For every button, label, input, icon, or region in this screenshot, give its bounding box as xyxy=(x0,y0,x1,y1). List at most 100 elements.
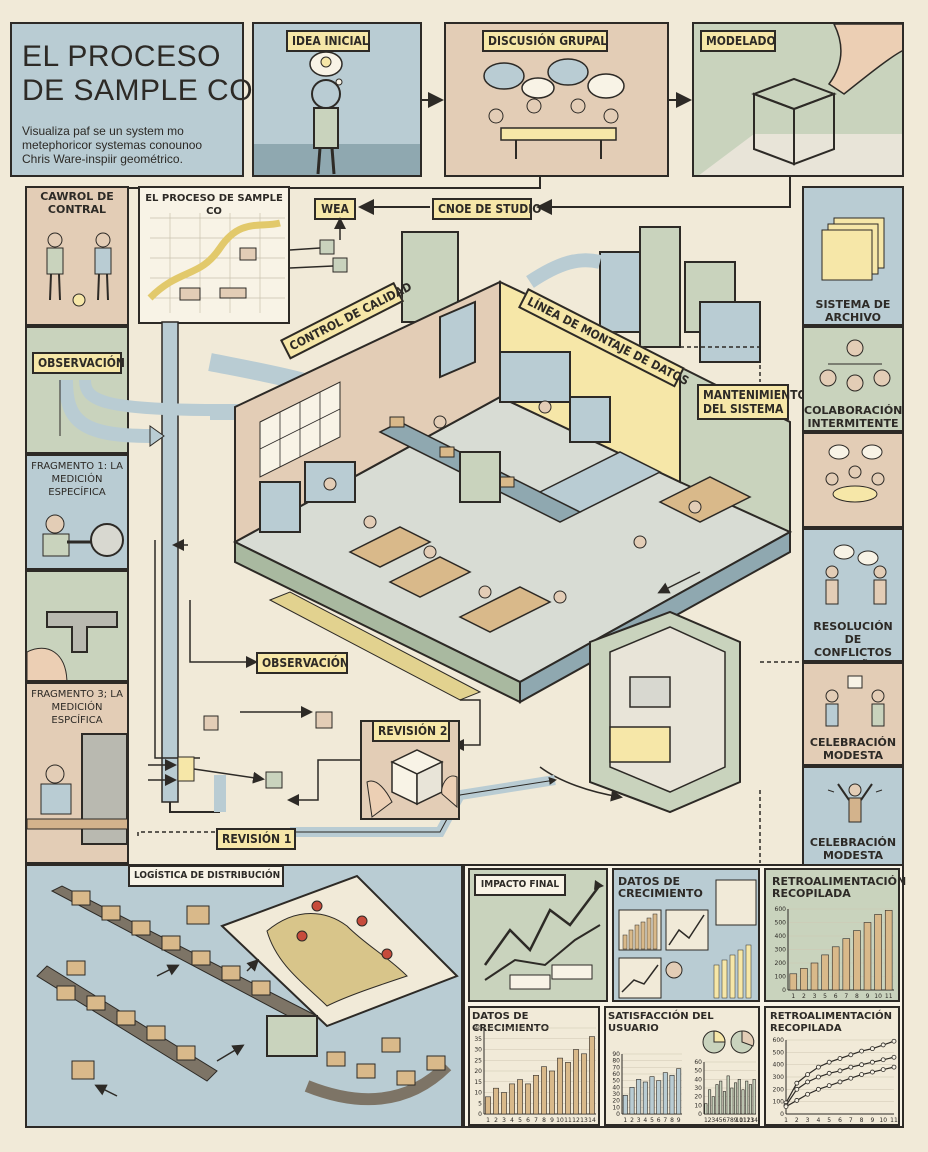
y-tick-label: 30 xyxy=(694,1085,702,1092)
x-tick-label: 5 xyxy=(719,1117,723,1124)
y-tick-label: 60 xyxy=(694,1059,702,1066)
x-tick-label: 9 xyxy=(870,1117,874,1124)
x-tick-label: 9 xyxy=(677,1117,681,1124)
y-tick-label: 60 xyxy=(612,1071,620,1078)
modeling-label: MODELADO xyxy=(700,30,776,52)
y-tick-label: 25 xyxy=(474,1057,482,1064)
idea-label: IDEA INICIAL xyxy=(286,30,370,52)
bar xyxy=(831,946,840,991)
control-caption: CAWROL DE CONTRAL xyxy=(27,190,127,216)
growth-top-title: DATOS DE CRECIMIENTO xyxy=(618,876,703,900)
celebration-b-caption: CELEBRACIÓN MODESTA xyxy=(804,836,902,862)
x-tick-label: 12 xyxy=(572,1117,580,1124)
x-tick-label: 2 xyxy=(708,1117,712,1124)
x-tick-label: 6 xyxy=(838,1117,842,1124)
process-map-illustration xyxy=(147,213,285,313)
fragment1-caption-line-3: ESPECÍFICA xyxy=(48,487,106,498)
maintenance-label-line-1: MANTENIMIENTO xyxy=(703,388,807,402)
celebration-b-caption-line-2: MODESTA xyxy=(822,849,884,862)
bar xyxy=(863,922,872,991)
data-point xyxy=(859,1072,864,1077)
title-line-1: EL PROCESO xyxy=(22,40,221,73)
x-tick-label: 14 xyxy=(750,1117,758,1124)
x-tick-label: 6 xyxy=(526,1117,530,1124)
x-tick-label: 10 xyxy=(879,1117,887,1124)
maintenance-label-line-2: DEL SISTEMA xyxy=(703,402,784,416)
x-tick-label: 3 xyxy=(711,1117,715,1124)
y-tick-label: 100 xyxy=(775,974,787,981)
x-tick-label: 3 xyxy=(502,1117,506,1124)
y-tick-label: 0 xyxy=(616,1111,620,1118)
thinking-person-illustration xyxy=(254,51,420,175)
gift-exchange-icon xyxy=(825,675,885,727)
satisfaction-pie-icons xyxy=(702,1030,755,1054)
x-tick-label: 6 xyxy=(657,1117,661,1124)
bar xyxy=(557,1057,563,1115)
x-tick-label: 7 xyxy=(849,1117,853,1124)
data-point xyxy=(891,1064,897,1070)
page-subtitle: Visualiza paf se un system mo metephoric… xyxy=(22,124,203,166)
y-tick-label: 10 xyxy=(694,1102,702,1109)
x-tick-label: 8 xyxy=(860,1117,864,1124)
x-tick-label: 7 xyxy=(534,1117,538,1124)
data-point xyxy=(837,1056,843,1061)
archive-caption: SISTEMA DE ARCHIVO xyxy=(804,298,902,324)
bar xyxy=(853,930,861,991)
bar xyxy=(730,1087,734,1115)
x-tick-label: 9 xyxy=(866,993,870,1000)
x-tick-label: 11 xyxy=(890,1117,898,1124)
bar xyxy=(810,962,819,991)
bar xyxy=(722,1091,726,1115)
fragment1-panel xyxy=(25,454,129,570)
data-point xyxy=(848,1064,854,1070)
conflicts-caption-line-1: RESOLUCIÓN DE xyxy=(813,620,893,646)
meeting-panel xyxy=(802,432,904,528)
celebration-b-caption-line-1: CELEBRACIÓN xyxy=(809,836,897,849)
y-tick-label: 40 xyxy=(474,1025,482,1032)
y-tick-label: 200 xyxy=(773,1086,785,1093)
y-tick-label: 5 xyxy=(478,1100,482,1107)
x-tick-label: 4 xyxy=(643,1117,647,1124)
control-caption-line-1: CAWROL DE xyxy=(40,190,114,203)
bar xyxy=(676,1068,682,1115)
y-tick-label: 35 xyxy=(474,1036,482,1043)
bar xyxy=(704,1103,708,1115)
round-table-icon xyxy=(825,444,885,503)
x-tick-label: 5 xyxy=(650,1117,654,1124)
x-tick-label: 8 xyxy=(542,1117,546,1124)
y-tick-label: 100 xyxy=(773,1099,785,1106)
x-tick-label: 2 xyxy=(494,1117,498,1124)
bar xyxy=(821,954,829,991)
y-tick-label: 400 xyxy=(773,1062,785,1069)
x-tick-label: 5 xyxy=(518,1117,522,1124)
bar xyxy=(642,1081,648,1115)
y-tick-label: 70 xyxy=(612,1064,620,1071)
x-tick-label: 12 xyxy=(743,1117,751,1124)
caliper-illustration xyxy=(27,611,118,680)
growth-charts-illustration xyxy=(618,879,757,999)
team-network-icon xyxy=(819,339,891,392)
data-point xyxy=(859,1048,864,1054)
y-tick-label: 20 xyxy=(694,1094,702,1101)
data-point xyxy=(870,1069,875,1075)
caliper-panel xyxy=(25,570,129,682)
x-tick-label: 11 xyxy=(885,993,893,1000)
bar xyxy=(737,1079,741,1115)
x-tick-label: 2 xyxy=(795,1117,799,1124)
x-tick-label: 7 xyxy=(726,1117,730,1124)
x-tick-label: 9 xyxy=(734,1117,738,1124)
x-tick-label: 13 xyxy=(747,1117,755,1124)
data-point xyxy=(826,1083,832,1089)
x-tick-label: 5 xyxy=(827,1117,831,1124)
discussion-label: DISCUSIÓN GRUPAL xyxy=(482,30,608,52)
data-point xyxy=(848,1075,854,1081)
control-caption-line-2: CONTRAL xyxy=(47,203,107,216)
control-panel xyxy=(25,186,129,326)
x-tick-label: 5 xyxy=(823,993,827,1000)
bar xyxy=(708,1089,712,1115)
x-tick-label: 4 xyxy=(715,1117,719,1124)
bar xyxy=(719,1080,723,1115)
y-tick-label: 30 xyxy=(474,1047,482,1054)
group-discussion-illustration xyxy=(483,58,625,159)
